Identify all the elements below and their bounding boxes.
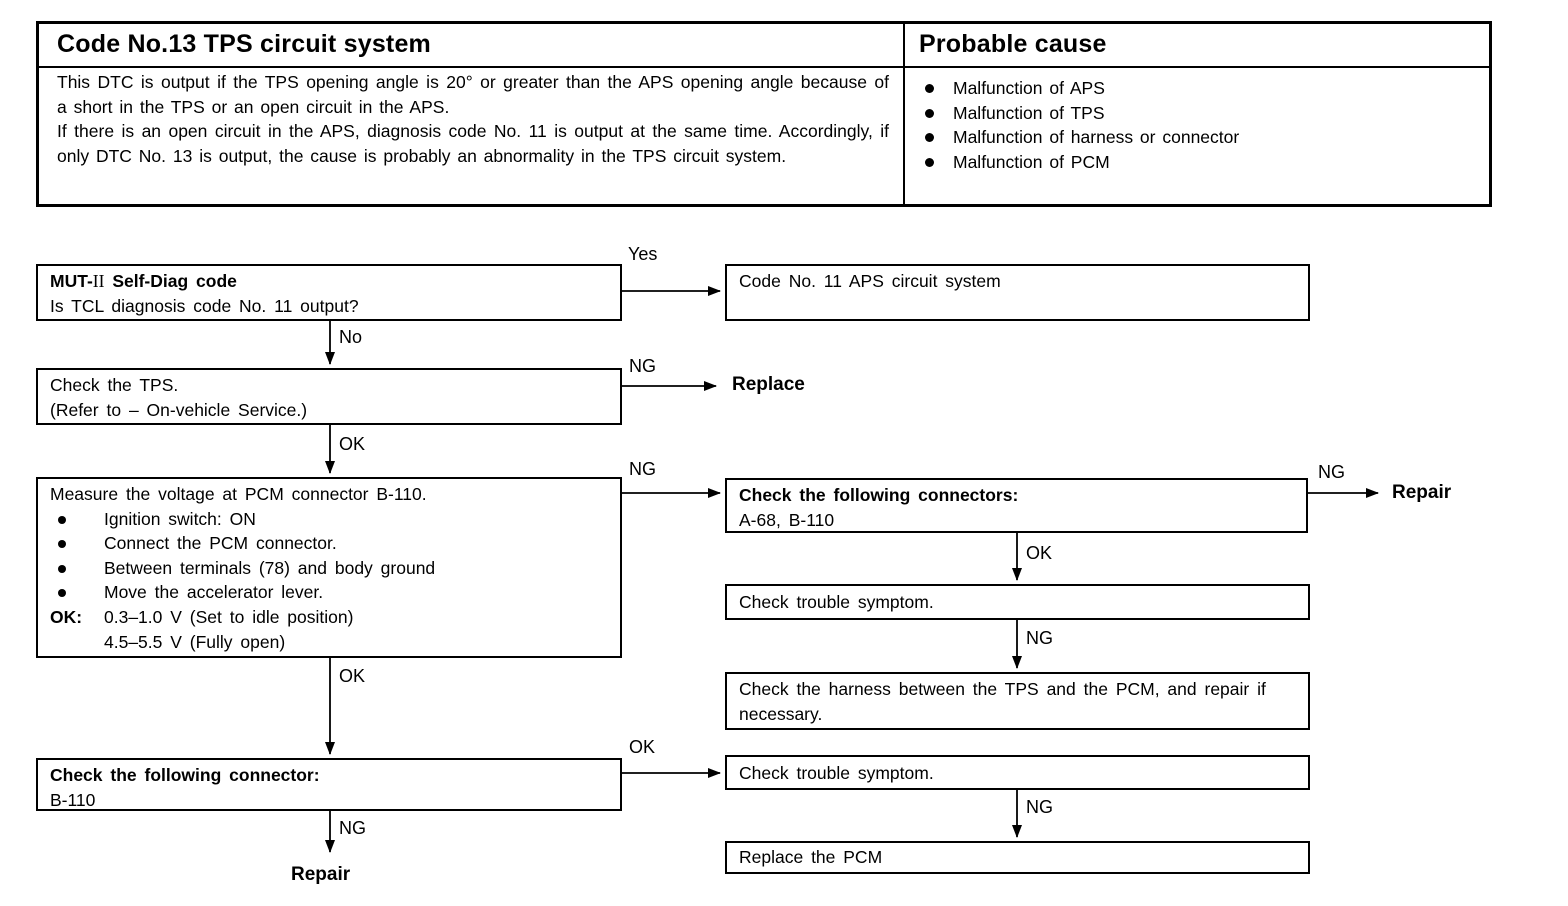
terminal-repair-right: Repair (1392, 482, 1452, 503)
terminal-replace: Replace (732, 374, 805, 395)
measure-bullet: Between terminals (78) and body ground (50, 556, 608, 581)
self-diag-title-numeral: II (92, 271, 105, 291)
check-connectors-detail: A-68, B-110 (739, 510, 835, 530)
flow-box-check-connector: Check the following connector: B-110 (36, 758, 622, 811)
measure-ok-row: OK: 0.3–1.0 V (Set to idle position) (50, 605, 608, 630)
probable-cause-item: Malfunction of harness or connector (953, 127, 1240, 147)
self-diag-title-rest: Self-Diag code (112, 271, 237, 291)
check-harness-text: Check the harness between the TPS and th… (739, 679, 1266, 724)
flow-box-check-tps: Check the TPS. (Refer to – On-vehicle Se… (36, 368, 622, 425)
edge-label-ng: NG (1318, 462, 1345, 482)
dtc-description-para1: This DTC is output if the TPS opening an… (57, 72, 889, 117)
terminal-repair-bottom: Repair (291, 864, 351, 885)
measure-bullet-text: Ignition switch: ON (104, 508, 256, 529)
measure-ok-value2: 4.5–5.5 V (Fully open) (104, 631, 286, 652)
edge-label-ok: OK (1026, 543, 1053, 563)
bullet-icon (925, 108, 934, 118)
trouble-symptom-text: Check trouble symptom. (739, 592, 934, 612)
list-item: Malfunction of PCM (923, 150, 1239, 175)
check-tps-line2: (Refer to – On-vehicle Service.) (50, 400, 308, 420)
bullet-icon (58, 589, 66, 598)
edge-label-ok: OK (339, 666, 366, 686)
flow-box-self-diag: MUT-II Self-Diag code Is TCL diagnosis c… (36, 264, 622, 321)
measure-bullet-text: Move the accelerator lever. (104, 582, 324, 603)
flow-box-code11: Code No. 11 APS circuit system (725, 264, 1310, 321)
measure-bullet-text: Between terminals (78) and body ground (104, 557, 436, 578)
edge-label-ng: NG (339, 818, 366, 838)
probable-cause-title: Probable cause (919, 30, 1107, 58)
check-connectors-title: Check the following connectors: (739, 485, 1019, 505)
list-item: Malfunction of APS (923, 76, 1239, 101)
trouble-symptom-text: Check trouble symptom. (739, 763, 934, 783)
header-table: Code No.13 TPS circuit system Probable c… (36, 21, 1492, 207)
dtc-description: This DTC is output if the TPS opening an… (57, 70, 889, 168)
flow-box-trouble-symptom-1: Check trouble symptom. (725, 584, 1310, 620)
replace-pcm-text: Replace the PCM (739, 847, 883, 867)
flow-box-replace-pcm: Replace the PCM (725, 841, 1310, 874)
bullet-icon (925, 84, 934, 93)
dtc-description-para2: If there is an open circuit in the APS, … (57, 121, 889, 166)
probable-cause-item: Malfunction of APS (953, 78, 1105, 98)
edge-label-ng: NG (1026, 628, 1053, 648)
measure-ok-value1: 0.3–1.0 V (Set to idle position) (104, 606, 354, 627)
edge-label-ok: OK (629, 737, 656, 757)
bullet-icon (58, 515, 66, 524)
probable-cause-item: Malfunction of TPS (953, 102, 1105, 123)
code11-text: Code No. 11 APS circuit system (739, 271, 1001, 291)
check-connector-detail: B-110 (50, 790, 96, 810)
self-diag-title: MUT-II Self-Diag code (50, 269, 608, 294)
edge-label-no: No (339, 327, 363, 347)
list-item: Malfunction of TPS (923, 101, 1239, 126)
edge-label-ng: NG (1026, 797, 1053, 817)
measure-bullet-text: Connect the PCM connector. (104, 533, 337, 554)
measure-bullet: Ignition switch: ON (50, 507, 608, 532)
table-column-divider (903, 24, 905, 204)
self-diag-question: Is TCL diagnosis code No. 11 output? (50, 296, 359, 316)
measure-bullet: Move the accelerator lever. (50, 580, 608, 605)
flow-box-check-harness: Check the harness between the TPS and th… (725, 672, 1310, 730)
edge-label-ng: NG (629, 459, 656, 479)
bullet-icon (58, 564, 66, 573)
self-diag-title-prefix: MUT- (50, 271, 93, 291)
edge-label-ok: OK (339, 434, 366, 454)
table-row-divider (39, 66, 1489, 68)
flow-box-check-connectors: Check the following connectors: A-68, B-… (725, 478, 1308, 533)
edge-label-ng: NG (629, 356, 656, 376)
probable-cause-list: Malfunction of APS Malfunction of TPS Ma… (923, 76, 1239, 174)
measure-ok-prefix: OK: (50, 606, 83, 627)
bullet-icon (925, 133, 934, 142)
probable-cause-item: Malfunction of PCM (953, 151, 1110, 172)
flow-box-measure-voltage: Measure the voltage at PCM connector B-1… (36, 477, 622, 658)
edge-label-yes: Yes (628, 244, 658, 264)
measure-title: Measure the voltage at PCM connector B-1… (50, 484, 427, 504)
list-item: Malfunction of harness or connector (923, 125, 1239, 150)
measure-bullet: Connect the PCM connector. (50, 531, 608, 556)
bullet-icon (925, 157, 934, 167)
check-connector-title: Check the following connector: (50, 765, 320, 785)
flow-box-trouble-symptom-2: Check trouble symptom. (725, 755, 1310, 790)
bullet-icon (58, 540, 66, 549)
check-tps-line1: Check the TPS. (50, 375, 179, 395)
dtc-title: Code No.13 TPS circuit system (57, 30, 431, 58)
